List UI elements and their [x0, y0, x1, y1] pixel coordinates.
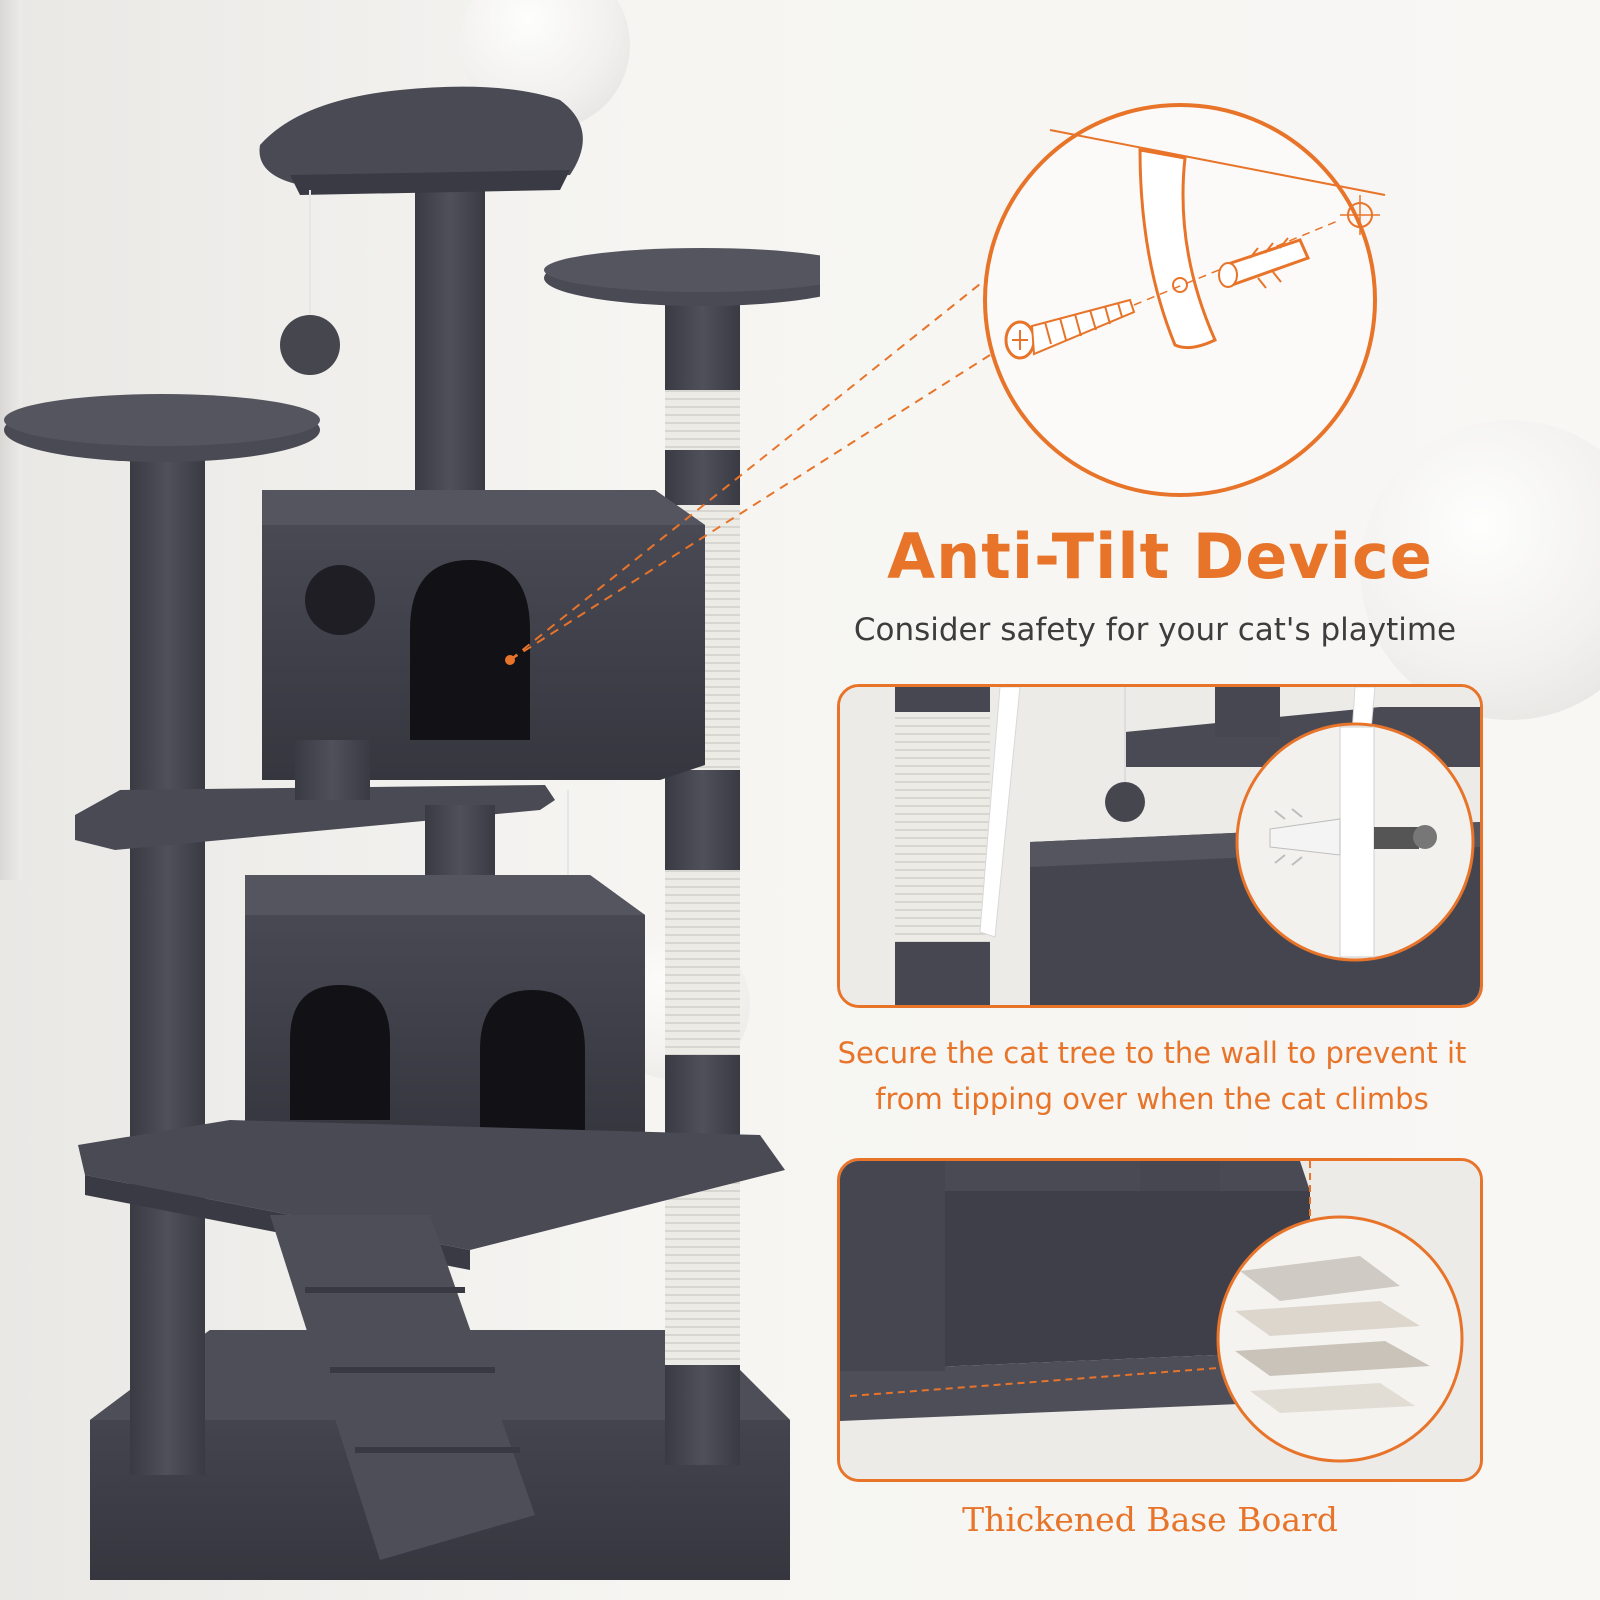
top-cradle	[259, 86, 583, 185]
cat-tree-image	[4, 86, 820, 1580]
pompom-top	[280, 315, 340, 375]
headline: Anti-Tilt Device	[887, 520, 1433, 593]
callout-anti-tilt	[505, 103, 1386, 665]
anchor-point	[505, 655, 515, 665]
ramp	[270, 1215, 535, 1560]
decor-ball-right	[1360, 420, 1600, 720]
base-board-photo	[840, 1161, 1480, 1479]
bracket-icon	[1138, 148, 1217, 350]
wall-anchor-icon	[1218, 237, 1311, 289]
wall-edge	[0, 0, 22, 880]
middle-shelf	[75, 785, 555, 850]
base-board-caption: Thickened Base Board	[962, 1500, 1338, 1539]
post-left	[130, 455, 205, 1475]
screw-icon	[1004, 298, 1136, 360]
wall-strap-caption: Secure the cat tree to the wall to preve…	[837, 1036, 1467, 1116]
wall-strap-photo	[840, 687, 1480, 1005]
feature-panel-base-board	[837, 1158, 1483, 1482]
subheadline: Consider safety for your cat's playtime	[853, 612, 1457, 648]
post-top-center	[415, 170, 485, 490]
lower-platform	[78, 1120, 785, 1250]
feature-panel-wall-strap	[837, 684, 1483, 1008]
